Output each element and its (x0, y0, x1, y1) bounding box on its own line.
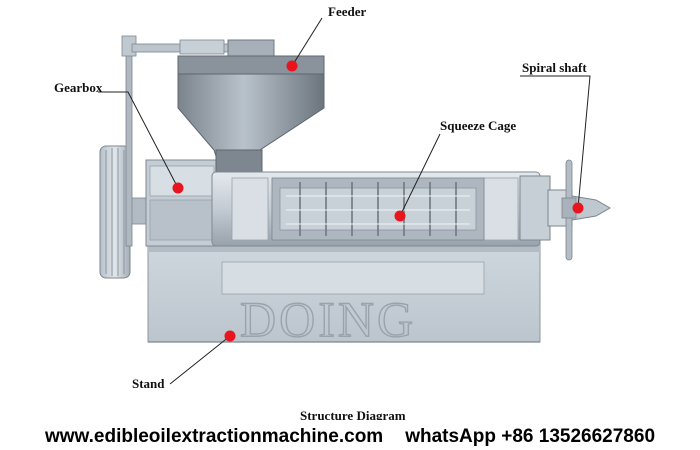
contact-footer: www.edibleoilextractionmachine.com whats… (0, 424, 700, 450)
squeeze-cage-label: Squeeze Cage (440, 118, 516, 133)
feeder-marker (286, 60, 298, 72)
stand-part (147, 241, 541, 343)
doing-watermark: DOING (240, 291, 416, 347)
stand-marker (224, 330, 236, 342)
whatsapp-text: whatsApp +86 13526627860 (405, 426, 656, 447)
lever-linkage (121, 35, 233, 247)
leader-lines (98, 17, 591, 385)
spiral-shaft-part (519, 159, 612, 261)
squeeze-cage-part (271, 177, 485, 241)
marker-dots (172, 60, 584, 342)
gearbox-marker (172, 182, 184, 194)
spiral-shaft-marker (572, 202, 584, 214)
feeder-label: Feeder (328, 4, 366, 19)
machine-structure-diagram: DOING (54, 4, 612, 420)
stand-label: Stand (132, 376, 165, 391)
squeeze-cage-marker (394, 210, 406, 222)
feeder-hopper (177, 39, 325, 173)
pulley-wheel (99, 145, 151, 279)
website-text: www.edibleoilextractionmachine.com (44, 426, 384, 447)
diagram-caption: Structure Diagram (300, 408, 406, 420)
gearbox-label: Gearbox (54, 80, 103, 95)
spiral-shaft-label: Spiral shaft (522, 60, 587, 75)
